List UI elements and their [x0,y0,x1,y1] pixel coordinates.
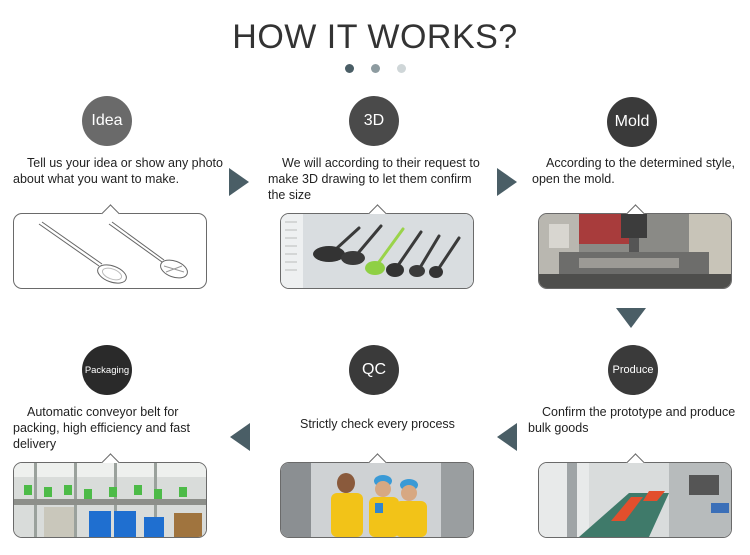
step-mold-image [538,204,732,289]
step-idea-badge: Idea [82,96,132,146]
spoon-sketch-illustration [38,221,188,284]
conveyor-line-photo [539,463,731,537]
arrow-down [616,308,646,328]
arrow-left-1 [497,423,517,451]
3d-utensils-illustration [281,214,473,288]
dot-3[interactable] [396,64,406,73]
dot-1[interactable] [344,64,354,73]
arrow-right-1 [229,168,249,196]
step-3d-badge: 3D [349,96,399,146]
step-produce-image [538,453,732,538]
step-3d-description: We will according to their request to ma… [268,156,480,202]
step-produce-badge: Produce [608,345,658,395]
step-qc-badge: QC [349,345,399,395]
factory-floor-photo [14,463,206,537]
qc-workers-photo [281,463,473,537]
step-packaging-image [13,453,207,538]
step-produce-description: Confirm the prototype and produce bulk g… [528,405,736,435]
step-packaging-description: Automatic conveyor belt for packing, hig… [13,405,190,451]
dot-2[interactable] [370,64,380,73]
arrow-left-2 [230,423,250,451]
step-packaging-badge: Packaging [82,345,132,395]
page-title: HOW IT WORKS? [232,18,518,56]
step-idea-description: Tell us your idea or show any photo abou… [13,156,223,186]
step-3d-image [280,204,474,289]
carousel-dots [0,64,750,73]
step-qc-description: Strictly check every process [300,417,455,431]
step-qc-image [280,453,474,538]
arrow-right-2 [497,168,517,196]
cnc-machine-photo [539,214,731,288]
step-idea-image [13,204,207,289]
step-mold-description: According to the determined style, open … [532,156,735,186]
step-mold-badge: Mold [607,97,657,147]
